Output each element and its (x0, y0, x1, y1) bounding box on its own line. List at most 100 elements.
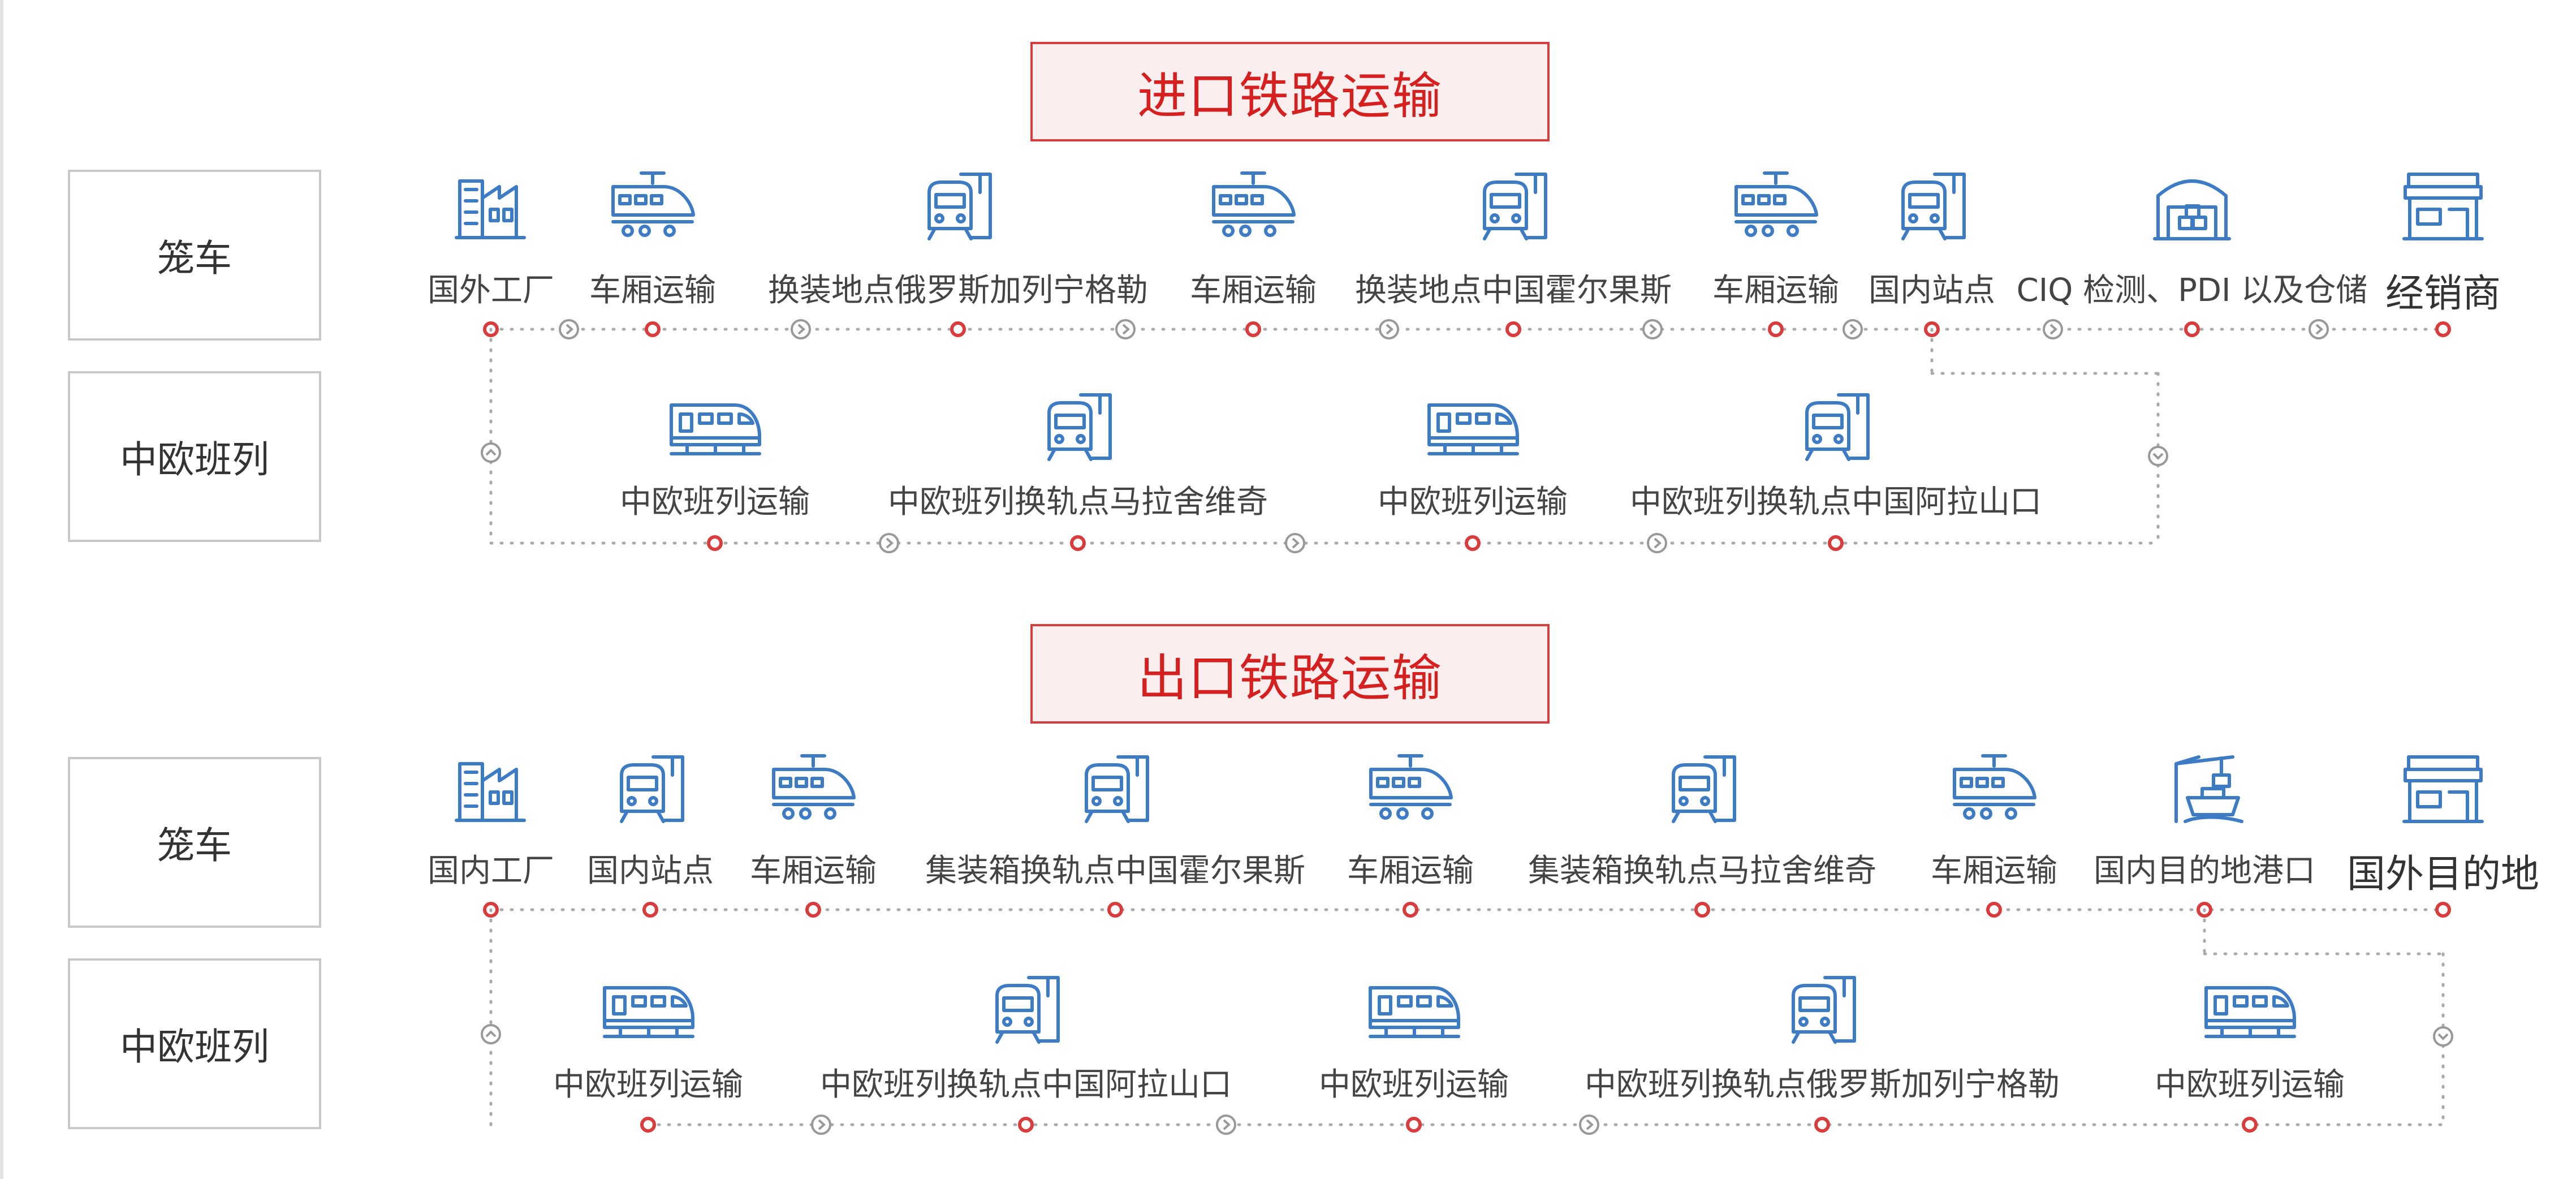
flow-node-label: 国外工厂 (428, 272, 554, 309)
factory-icon (454, 170, 528, 246)
flow-node-label: 经销商 (2385, 272, 2501, 316)
export-cage-row-label: 笼车 (68, 757, 321, 928)
section1-row0-node-marker-2 (805, 902, 821, 918)
flow-node-label: 车厢运输 (589, 272, 716, 309)
export-up-arrow (2433, 1026, 2453, 1047)
flow-node-label: 车厢运输 (750, 853, 877, 889)
section0-row1-flow-arrow-2 (1647, 533, 1667, 553)
train-side-icon (667, 390, 763, 466)
bullet-train-icon (1949, 752, 2039, 828)
section1-row0-node-marker-5 (1694, 902, 1710, 918)
section0-row0-flow-arrow-1 (791, 319, 811, 339)
import-up-arrow (2148, 446, 2168, 466)
flow-node-label: 国内站点 (587, 853, 714, 889)
import-down-arrow (481, 442, 501, 463)
store-icon (2401, 170, 2486, 246)
flow-node-label: 车厢运输 (1712, 272, 1839, 309)
section1-row0-node-marker-8 (2435, 902, 2451, 918)
flow-node-label: 换装地点俄罗斯加列宁格勒 (768, 272, 1148, 309)
section0-row0-flow-arrow-4 (1642, 319, 1663, 339)
train-side-icon (1366, 973, 1462, 1049)
locomotive-icon (1078, 752, 1152, 828)
flow-node-label: CIQ 检测、PDI 以及仓储 (2016, 272, 2368, 309)
bullet-train-icon (1208, 170, 1298, 246)
section1-row1-node-marker-2 (1406, 1117, 1422, 1133)
section1-row1-node-marker-1 (1018, 1117, 1034, 1133)
export-china-europe-row-label: 中欧班列 (68, 958, 321, 1129)
bullet-train-icon (1731, 170, 1821, 246)
flow-node-label: 中欧班列换轨点马拉舍维奇 (888, 484, 1268, 520)
section0-row0-node-marker-2 (950, 321, 966, 337)
export-section-title: 出口铁路运输 (1030, 624, 1550, 724)
flow-node-label: 中欧班列运输 (1319, 1066, 1509, 1103)
left-edge-border (0, 0, 3, 1179)
flow-node-label: 中欧班列运输 (1378, 484, 1568, 520)
locomotive-icon (1477, 170, 1550, 246)
flow-node-label: 车厢运输 (1931, 853, 2057, 889)
import-section-title: 进口铁路运输 (1030, 42, 1550, 141)
section0-row1-node-marker-3 (1828, 535, 1844, 551)
import-cage-row-label: 笼车 (68, 170, 321, 341)
flow-node-label: 中欧班列运输 (620, 484, 810, 520)
section0-row1-node-marker-2 (1465, 535, 1481, 551)
section0-row0-node-marker-8 (2435, 321, 2451, 337)
section1-row1-flow-arrow-1 (1216, 1115, 1236, 1135)
section0-row1-flow-arrow-1 (1285, 533, 1305, 553)
section0-row0-flow-arrow-5 (1843, 319, 1863, 339)
section1-row1-node-marker-3 (1814, 1117, 1830, 1133)
locomotive-icon (1785, 973, 1859, 1049)
locomotive-icon (921, 170, 995, 246)
locomotive-icon (614, 752, 687, 828)
flow-node-label: 集装箱换轨点马拉舍维奇 (1528, 853, 1876, 889)
export-down-arrow (481, 1024, 501, 1044)
section0-row0-flow-arrow-6 (2043, 319, 2063, 339)
section0-row1-node-marker-0 (707, 535, 723, 551)
section1-row0-node-marker-6 (1986, 902, 2002, 918)
warehouse-icon (2152, 170, 2232, 246)
locomotive-icon (1041, 390, 1115, 466)
section1-row1-flow-arrow-2 (1579, 1115, 1599, 1135)
locomotive-icon (1665, 752, 1739, 828)
flow-node-label: 车厢运输 (1190, 272, 1317, 309)
flow-node-label: 车厢运输 (1347, 853, 1474, 889)
section0-row0-node-marker-1 (645, 321, 661, 337)
store-icon (2401, 752, 2486, 828)
section0-row0-flow-arrow-7 (2309, 319, 2329, 339)
section1-row0-node-marker-3 (1107, 902, 1123, 918)
flow-node-label: 国内工厂 (428, 853, 554, 889)
import-china-europe-row-label: 中欧班列 (68, 371, 321, 542)
section1-row1-node-marker-0 (640, 1117, 656, 1133)
section1-row1-node-marker-4 (2242, 1117, 2258, 1133)
flow-node-label: 中欧班列换轨点中国阿拉山口 (820, 1066, 1232, 1103)
section0-row0-node-marker-5 (1768, 321, 1784, 337)
flow-node-label: 国外目的地 (2346, 852, 2540, 897)
locomotive-icon (1799, 390, 1872, 466)
flow-node-label: 国内目的地港口 (2094, 853, 2315, 889)
locomotive-icon (1895, 170, 1969, 246)
section0-row0-node-marker-3 (1245, 321, 1261, 337)
flow-node-label: 中欧班列运输 (2155, 1066, 2345, 1103)
port-crane-icon (2165, 752, 2244, 828)
section1-row1-flow-arrow-0 (811, 1115, 831, 1135)
section0-row1-node-marker-1 (1070, 535, 1086, 551)
train-side-icon (600, 973, 696, 1049)
section0-row0-node-marker-7 (2184, 321, 2200, 337)
factory-icon (454, 752, 528, 828)
section0-row0-flow-arrow-0 (559, 319, 579, 339)
flow-node-label: 集装箱换轨点中国霍尔果斯 (925, 853, 1305, 889)
train-side-icon (1425, 390, 1521, 466)
flow-node-label: 中欧班列换轨点俄罗斯加列宁格勒 (1585, 1066, 2060, 1103)
section0-row0-flow-arrow-3 (1379, 319, 1399, 339)
section1-row0-node-marker-1 (642, 902, 658, 918)
flow-node-label: 国内站点 (1869, 272, 1995, 309)
flow-node-label: 中欧班列运输 (553, 1066, 743, 1103)
section1-row0-node-marker-4 (1403, 902, 1418, 918)
section0-row1-flow-arrow-0 (879, 533, 899, 553)
section0-row0-node-marker-4 (1505, 321, 1521, 337)
bullet-train-icon (607, 170, 698, 246)
flow-node-label: 换装地点中国霍尔果斯 (1355, 272, 1672, 309)
bullet-train-icon (768, 752, 858, 828)
train-side-icon (2202, 973, 2298, 1049)
